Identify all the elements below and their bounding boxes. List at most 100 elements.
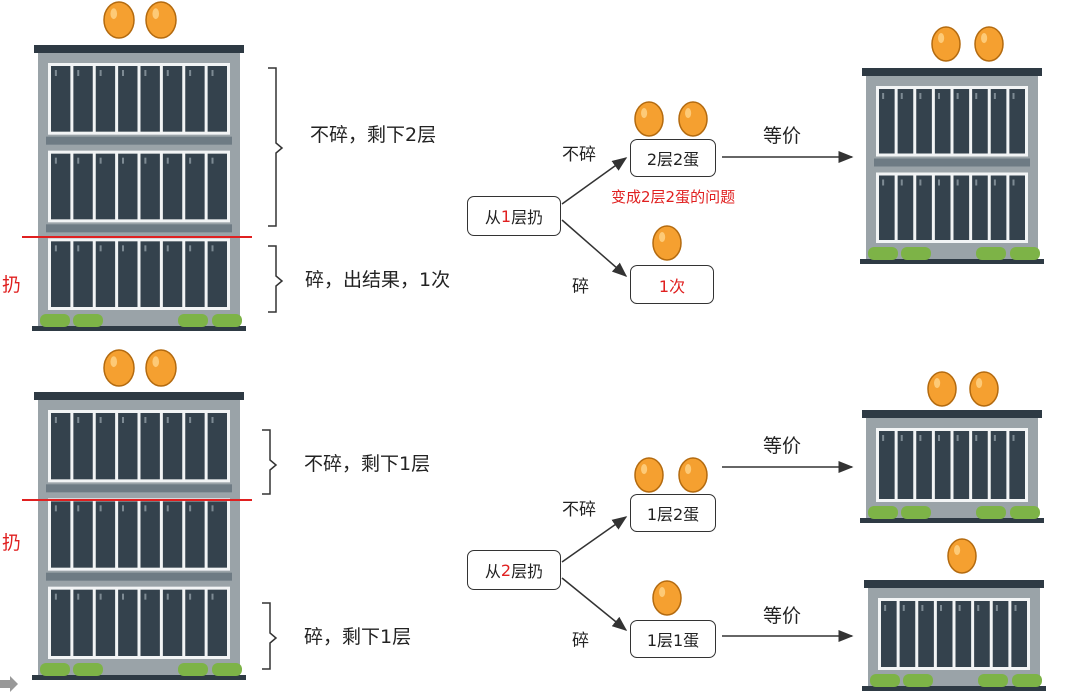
equiv-bottom-lower: 等价 (763, 605, 802, 627)
building-left-top-window-row-glint (144, 157, 147, 164)
edge-top-break (561, 219, 628, 277)
building-left-bottom-window-row-pane (95, 413, 116, 480)
building-left-bottom-window-row-pane (140, 501, 160, 568)
brace-bottom-upper (262, 429, 278, 495)
building-right-top-roof (862, 68, 1042, 76)
building-left-top-window-row-glint (211, 70, 214, 76)
building-right-middle-window-row-glint (938, 435, 940, 441)
building-left-bottom-window-row-pane (207, 501, 227, 568)
building-left-top-window-row-glint (189, 70, 192, 76)
building-right-top-window-row-pane (972, 175, 988, 240)
building-left-bottom-window-row-pane (207, 413, 227, 480)
building-right-bottom-window-row-pane (955, 601, 972, 667)
building-left-bottom-window-row-pane (140, 413, 160, 480)
start-box-top-floor: 1 (500, 206, 512, 226)
egg-icon-highlight (152, 356, 160, 368)
outcome-bottom-lower: 碎，剩下1层 (304, 626, 412, 648)
building-left-bottom-bush (178, 663, 208, 676)
building-right-top-band (874, 158, 1030, 167)
building-right-top-window-row-glint (900, 93, 903, 99)
equiv-bottom-upper: 等价 (763, 435, 802, 457)
building-left-top-bush (178, 314, 208, 327)
egg-icon (947, 538, 977, 574)
building-right-top-window-row-glint (919, 93, 922, 99)
building-right-bottom-window-row-glint (921, 605, 924, 611)
egg-icon-highlight (110, 8, 118, 20)
building-left-top-window-row-glint (54, 245, 57, 252)
building-right-top-window-row-glint (882, 179, 885, 186)
building-right-bottom-window-row-pane (899, 601, 916, 667)
safe-box-bottom: 1层2蛋 (630, 494, 716, 532)
building-left-bottom-window-row-pane (207, 589, 227, 656)
building-left-top-window-row-glint (77, 70, 80, 76)
building-left-top-window-row-glint (166, 157, 169, 164)
building-left-bottom-window-row-glint (211, 505, 214, 512)
building-left-top-window-row-pane (118, 153, 138, 220)
building-left-top (32, 45, 246, 331)
building-left-top-window-row-pane (207, 241, 227, 307)
building-left-top-window-row-pane (162, 241, 183, 307)
building-right-bottom-window-row-glint (977, 605, 980, 611)
building-right-top-window-row-pane (953, 89, 970, 154)
building-right-top-window-row-glint (975, 179, 978, 186)
note-top: 变成2层2蛋的问题 (611, 188, 736, 206)
building-right-top-window-row-pane (879, 175, 895, 240)
egg-icon-highlight (981, 32, 988, 44)
egg-icon (974, 26, 1004, 62)
building-left-top-window-row-pane (118, 241, 138, 307)
building-left-top-window-row-glint (189, 245, 192, 252)
break-box-bottom: 1层1蛋 (630, 620, 716, 658)
building-left-top-window-row-pane (162, 153, 183, 220)
building-left-top-window-row-glint (99, 70, 102, 76)
building-left-top-window-row-pane (185, 241, 205, 307)
building-left-top-window-row-pane (162, 66, 183, 132)
building-right-top-window-row-glint (882, 93, 885, 99)
egg-icon-highlight (938, 32, 945, 44)
building-right-middle-window-row-pane (1009, 431, 1025, 499)
egg-icon (145, 1, 177, 39)
building-left-top-window-row-glint (122, 70, 124, 76)
building-left-top-band (46, 224, 232, 233)
building-right-bottom-roof (864, 580, 1044, 588)
building-left-bottom-window-row-glint (54, 593, 57, 600)
building-right-top-window-row-glint (993, 179, 996, 186)
building-left-bottom-window-row-glint (166, 593, 169, 600)
building-right-bottom-window-row-glint (995, 605, 998, 611)
building-left-bottom-window-row-glint (144, 505, 147, 512)
brace-top-upper (268, 67, 284, 227)
building-left-bottom-window-row-pane (95, 501, 116, 568)
safe-box-top: 2层2蛋 (630, 139, 716, 177)
building-left-bottom-bush (40, 663, 70, 676)
building-left-top-window-row-pane (140, 153, 160, 220)
building-left-bottom-window-row-glint (189, 593, 192, 600)
building-right-top-window-row-pane (879, 89, 895, 154)
egg-icon-highlight (976, 377, 983, 389)
building-left-bottom-window-row-pane (51, 501, 71, 568)
start-box-top-prefix: 从 (484, 208, 501, 227)
building-right-middle-window-row-glint (956, 435, 959, 441)
start-box-bottom-floor: 2 (500, 560, 512, 580)
building-left-bottom-window-row-pane (73, 501, 93, 568)
egg-icon (678, 457, 708, 493)
building-right-top-window-row-pane (990, 89, 1007, 154)
brace-bottom-lower (262, 602, 278, 670)
building-right-top-window-row-pane (916, 175, 932, 240)
egg-icon (931, 26, 961, 62)
building-right-middle-window-row-pane (934, 431, 951, 499)
building-right-middle-window-row-glint (1012, 435, 1015, 441)
building-left-top-window-row-glint (189, 157, 192, 164)
building-left-bottom-window-row-glint (99, 417, 102, 423)
building-right-top-window-row-glint (956, 93, 959, 99)
egg-icon (927, 371, 957, 407)
building-right-top-window-row-pane (897, 89, 914, 154)
building-right-top-window-row-pane (934, 89, 951, 154)
building-right-middle-window-row-glint (919, 435, 922, 441)
eggs-layer (103, 1, 1004, 616)
building-left-bottom-window-row-pane (118, 501, 138, 568)
building-left-bottom-window-row-pane (51, 589, 71, 656)
building-left-bottom-window-row-glint (189, 417, 192, 423)
egg-icon (634, 101, 664, 137)
building-left-top-window-row-pane (95, 153, 116, 220)
building-left-top-base (32, 326, 246, 331)
